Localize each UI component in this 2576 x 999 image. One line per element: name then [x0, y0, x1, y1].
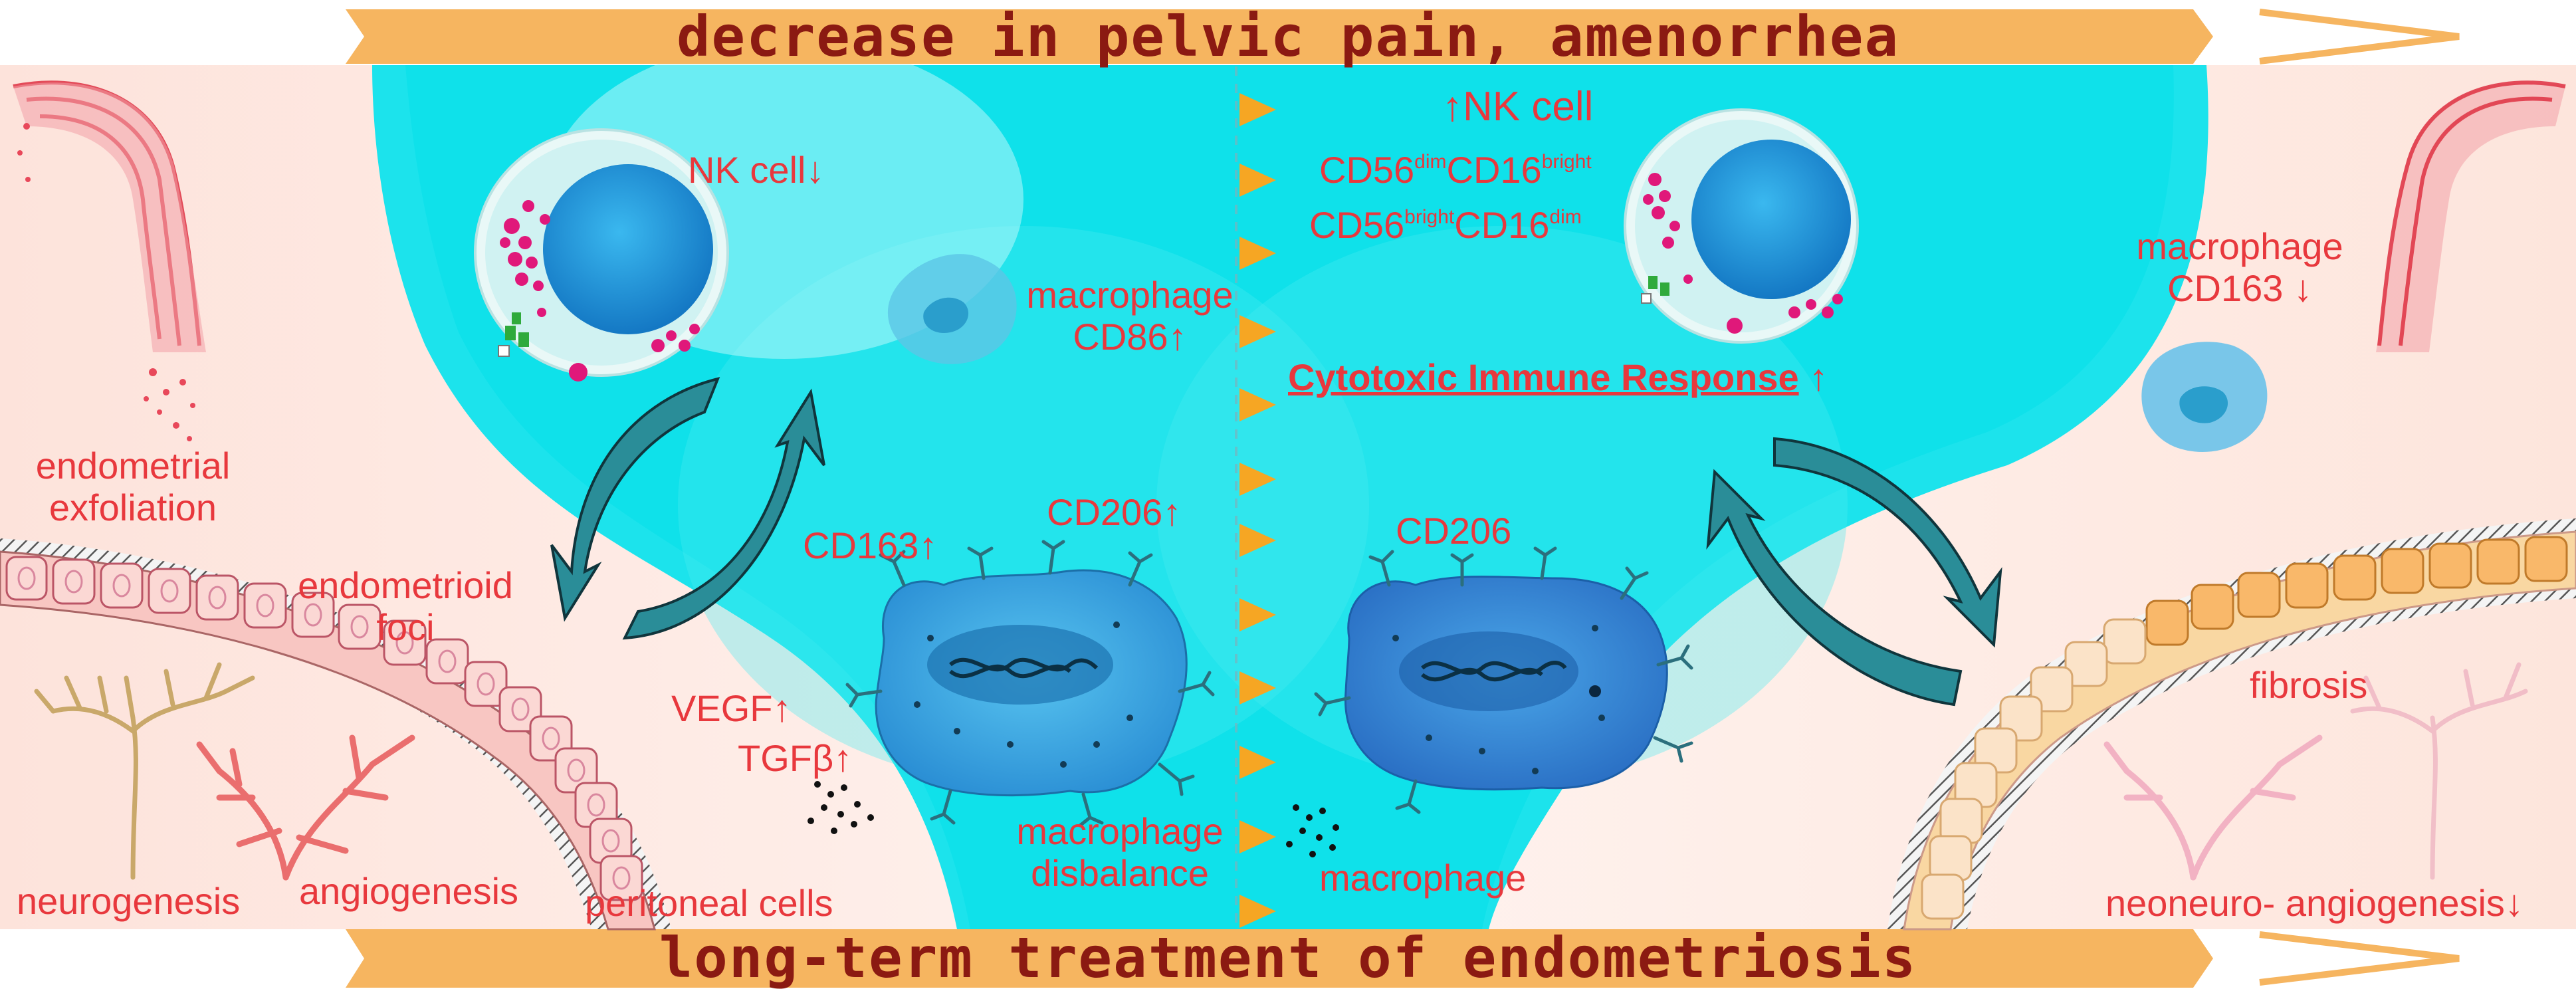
- right-neoneuro-angiogenesis-label: neoneuro- angiogenesis↓: [2105, 882, 2523, 924]
- left-cd163-label: CD163↑: [803, 524, 938, 566]
- cytotoxic-immune-response-label: Cytotoxic Immune Response ↑: [1288, 356, 1828, 399]
- right-macrophage-line1: macrophage: [2136, 225, 2343, 267]
- left-macrophage-label: macrophage CD86↑: [1017, 274, 1243, 358]
- right-sup-dim-a: dim: [1414, 151, 1447, 173]
- right-cd206-label: CD206: [1396, 510, 1512, 552]
- left-endometrioid-foci-label: endometrioid foci: [266, 564, 545, 648]
- left-endometrioid-line1: endometrioid: [298, 564, 513, 606]
- right-macrophage-label: macrophage CD163 ↓: [2113, 225, 2366, 309]
- top-banner-text: decrease in pelvic pain, amenorrhea: [676, 4, 1900, 69]
- right-sup-dim-b: dim: [1549, 206, 1582, 228]
- left-endometrial-line1: endometrial: [35, 445, 231, 487]
- left-cd86-label: CD86↑: [1073, 315, 1187, 358]
- left-macrophage-disbalance-line2: disbalance: [1031, 851, 1209, 894]
- right-cd56dim-cd16bright-label: CD56dimCD16bright: [1319, 149, 1592, 191]
- left-cd206-label: CD206↑: [1047, 491, 1182, 533]
- cytotoxic-arrow: ↑: [1809, 356, 1828, 398]
- right-fibrosis-label: fibrosis: [2250, 664, 2368, 706]
- left-macrophage-disbalance-label: macrophage disbalance: [997, 810, 1243, 894]
- left-macrophage-disbalance-line1: macrophage: [1016, 810, 1224, 852]
- right-sup-bright-a: bright: [1541, 151, 1592, 173]
- right-sup-bright-b: bright: [1404, 206, 1455, 228]
- cytotoxic-text: Cytotoxic Immune Response: [1288, 356, 1799, 398]
- left-vegf-label: VEGF↑: [671, 687, 792, 729]
- right-cd56-a: CD56: [1319, 149, 1415, 191]
- left-endometrioid-line2: foci: [376, 606, 435, 648]
- left-peritoneal-cells-label: peritoneal cells: [585, 882, 833, 924]
- left-tgfb-label: TGFβ↑: [738, 737, 853, 779]
- right-macrophage-bottom-label: macrophage: [1319, 857, 1527, 899]
- bottom-banner-text: long-term treatment of endometriosis: [659, 925, 1917, 990]
- right-cd16-b: CD16: [1454, 204, 1550, 246]
- left-angiogenesis-label: angiogenesis: [299, 870, 519, 912]
- left-endometrial-exfoliation-label: endometrial exfoliation: [0, 445, 266, 528]
- left-macrophage-line1: macrophage: [1026, 274, 1234, 316]
- right-cd163-label: CD163 ↓: [2167, 267, 2312, 309]
- right-cd56bright-cd16dim-label: CD56brightCD16dim: [1309, 204, 1582, 247]
- right-nk-cell-label: ↑NK cell: [1442, 84, 1594, 130]
- left-endometrial-line2: exfoliation: [49, 486, 217, 528]
- left-nk-cell-label: NK cell↓: [688, 149, 825, 191]
- left-neurogenesis-label: neurogenesis: [17, 880, 241, 922]
- right-cd16-a: CD16: [1446, 149, 1542, 191]
- right-cd56-b: CD56: [1309, 204, 1405, 246]
